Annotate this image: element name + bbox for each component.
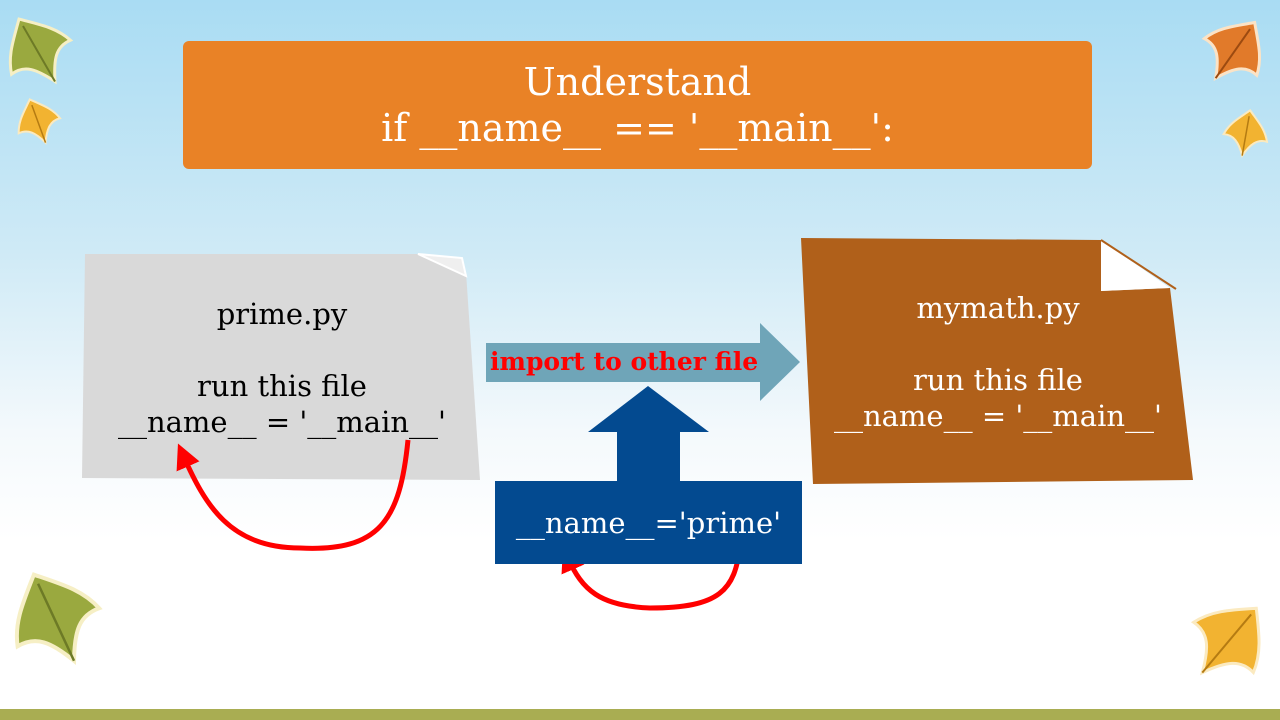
mymath-card-text: mymath.py run this file __name__ = '__ma… (800, 290, 1196, 434)
prime-name-value: __name__ = '__main__' (117, 405, 447, 439)
prime-run-label: run this file (197, 369, 367, 403)
footer-bar (0, 709, 1280, 720)
leaf-icon (14, 572, 103, 665)
prime-name-box-text: __name__='prime' (515, 505, 782, 540)
mymath-filename: mymath.py (916, 291, 1080, 325)
leaf-icon (1201, 20, 1262, 82)
prime-file-card (82, 253, 480, 480)
prime-card-text: prime.py run this file __name__ = '__mai… (82, 296, 482, 440)
leaf-icon (1190, 606, 1261, 676)
mymath-file-card (801, 238, 1193, 484)
left-curve-arrow (176, 439, 411, 551)
mymath-name-value: __name__ = '__main__' (833, 399, 1163, 433)
title-line-1: Understand (523, 60, 752, 104)
prime-filename: prime.py (216, 297, 348, 331)
leaf-icon (17, 98, 62, 145)
leaf-icon (1222, 108, 1269, 159)
up-arrow (588, 386, 709, 482)
title-banner: Understand if __name__ == '__main__': (183, 41, 1092, 169)
title-line-2: if __name__ == '__main__': (381, 106, 894, 150)
leaf-icon (8, 17, 74, 85)
mymath-run-label: run this file (913, 363, 1083, 397)
prime-name-box: __name__='prime' (495, 481, 802, 564)
import-arrow-label: import to other file (490, 347, 759, 376)
import-arrow (486, 323, 800, 401)
bottom-curve-arrow (561, 545, 743, 611)
